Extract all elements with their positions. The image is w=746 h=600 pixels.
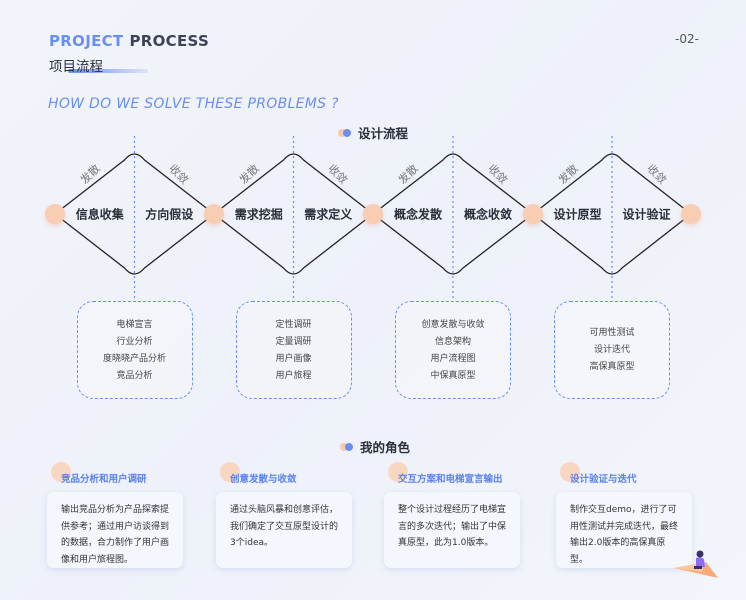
role-description: 输出竞品分析为产品探索提供参考；通过用户访谈得到的数据，合力制作了用户画像和用户… — [61, 505, 170, 565]
page-number: -02- — [675, 32, 699, 46]
role-card: 制作交互demo，进行了可用性测试并完成迭代，最终输出2.0版本的高保真原型。 — [556, 492, 692, 568]
question-heading: HOW DO WE SOLVE THESE PROBLEMS ? — [48, 96, 339, 112]
title-en-part1: PROJECT — [49, 32, 124, 50]
stage-task-box: 电梯宣言行业分析度晓晓产品分析竞品分析 — [76, 301, 193, 399]
task-item: 创意发散与收敛 — [421, 319, 485, 330]
role-decor-circle — [388, 462, 408, 482]
task-item: 电梯宣言 — [116, 319, 153, 330]
stage-task-box: 定性调研定量调研用户画像用户旅程 — [235, 301, 352, 399]
stage-label-left: 需求挖掘 — [234, 207, 283, 222]
role-decor-circle — [560, 462, 580, 482]
stage-node-dot — [681, 204, 701, 224]
task-item: 竞品分析 — [116, 370, 153, 381]
task-item: 用户画像 — [275, 353, 312, 364]
role-decor-circle — [51, 462, 71, 482]
title-underline — [68, 69, 148, 73]
process-section-title: 设计流程 — [338, 123, 408, 142]
task-item: 高保真原型 — [589, 362, 635, 372]
role-section-label: 我的角色 — [360, 440, 411, 455]
paper-plane-illustration — [674, 550, 718, 578]
stage-label-left: 概念发散 — [393, 207, 443, 222]
role-title: 交互方案和电梯宣言输出 — [398, 474, 503, 485]
role-title: 竞品分析和用户调研 — [61, 474, 147, 485]
page-title-cn: 项目流程 — [49, 59, 103, 75]
role-description: 整个设计过程经历了电梯宣言的多次迭代；输出了中保真原型，此为1.0版本。 — [398, 505, 507, 548]
role-card: 通过头脑风暴和创意评估，我们确定了交互原型设计的3个idea。 — [216, 492, 352, 568]
title-en-part2: PROCESS — [129, 32, 210, 50]
role-card: 输出竞品分析为产品探索提供参考；通过用户访谈得到的数据，合力制作了用户画像和用户… — [47, 492, 183, 568]
task-item: 可用性测试 — [589, 328, 635, 338]
role-card: 整个设计过程经历了电梯宣言的多次迭代；输出了中保真原型，此为1.0版本。 — [384, 492, 520, 568]
task-item: 中保真原型 — [430, 370, 476, 381]
task-item: 用户旅程 — [275, 370, 312, 381]
stage-label-right: 设计验证 — [622, 207, 671, 222]
task-item: 信息架构 — [434, 336, 471, 347]
task-item: 度晓晓产品分析 — [102, 353, 166, 364]
role-description: 制作交互demo，进行了可用性测试并完成迭代，最终输出2.0版本的高保真原型。 — [570, 505, 679, 565]
task-item: 定量调研 — [275, 336, 312, 347]
stage-node-dot — [363, 204, 383, 224]
stage-node-dot — [45, 204, 65, 224]
task-item: 定性调研 — [275, 319, 312, 330]
task-item: 用户流程图 — [430, 353, 476, 364]
role-title: 创意发散与收敛 — [230, 474, 297, 485]
stage-label-right: 需求定义 — [304, 207, 353, 222]
role-decor-circle — [220, 462, 240, 482]
role-description: 通过头脑风暴和创意评估，我们确定了交互原型设计的3个idea。 — [230, 505, 339, 548]
process-section-label: 设计流程 — [358, 126, 409, 141]
task-item: 设计迭代 — [593, 345, 630, 355]
stage-node-dot — [523, 204, 543, 224]
role-title: 设计验证与迭代 — [570, 474, 637, 485]
section-dots-icon — [340, 442, 354, 452]
stage-label-right: 概念收敛 — [463, 207, 513, 222]
task-item: 行业分析 — [116, 336, 153, 347]
page-title-en: PROJECT PROCESS — [49, 32, 209, 50]
role-section-title: 我的角色 — [340, 437, 410, 456]
stage-label-right: 方向假设 — [145, 207, 194, 222]
stage-task-box: 可用性测试设计迭代高保真原型 — [554, 301, 670, 399]
stage-label-left: 信息收集 — [75, 207, 124, 222]
section-dots-icon — [338, 128, 352, 138]
stage-label-left: 设计原型 — [553, 207, 602, 222]
stage-task-box: 创意发散与收敛信息架构用户流程图中保真原型 — [395, 301, 511, 399]
stage-node-dot — [204, 204, 224, 224]
